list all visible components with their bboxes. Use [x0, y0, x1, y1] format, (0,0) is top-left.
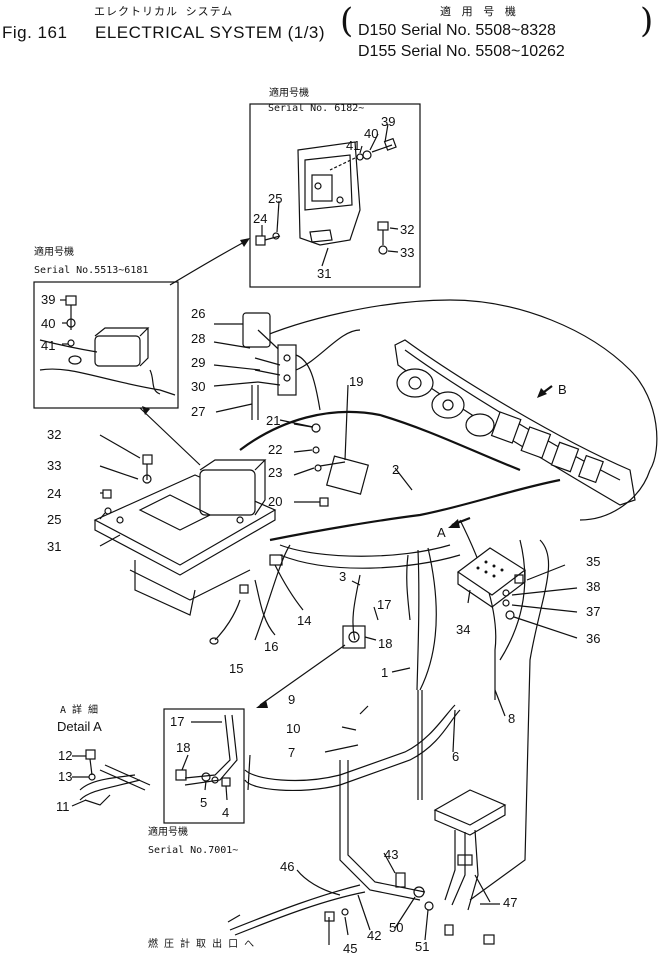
bracket-close: )	[640, 1, 654, 41]
part-number-31-main: 31	[47, 539, 62, 554]
part-number-36: 36	[586, 631, 601, 646]
part-number-3: 3	[339, 569, 347, 584]
inset-left-serial: Serial No.5513~6181	[34, 265, 149, 276]
part-number-31: 31	[317, 266, 332, 281]
part-number-41-inset: 41	[41, 338, 56, 353]
relay-bracket	[213, 312, 361, 420]
part-number-25: 25	[268, 191, 283, 206]
page-title: ELECTRICAL SYSTEM (1/3)	[95, 23, 326, 42]
part-number-42: 42	[367, 928, 382, 943]
part-number-30: 30	[191, 379, 206, 394]
part-number-13: 13	[58, 769, 73, 784]
dashboard-panel	[254, 299, 658, 901]
inset-frame-top	[249, 103, 421, 288]
inset-left-label-japanese: 適用号機	[34, 247, 74, 258]
title-japanese: エレクトリカル システム	[94, 5, 234, 18]
part-number-38: 38	[586, 579, 601, 594]
part-number-26: 26	[191, 306, 206, 321]
part-number-45: 45	[343, 941, 358, 953]
part-number-33: 33	[400, 245, 415, 260]
inset-top-serial: Serial No. 6182~	[268, 103, 365, 114]
leader-arrow-bracket	[139, 407, 201, 466]
detail-a-label: Detail A	[57, 719, 102, 734]
part-number-11: 11	[56, 799, 70, 814]
part-number-21: 21	[266, 413, 281, 428]
inset-frame-left	[33, 281, 179, 409]
relay-unit	[279, 384, 370, 507]
part-number-20: 20	[268, 494, 283, 509]
part-number-39: 39	[381, 114, 396, 129]
leader-arrow-top	[169, 239, 249, 286]
connector-block	[324, 789, 507, 945]
view-a-marker: A	[437, 525, 446, 540]
part-number-14: 14	[297, 613, 312, 628]
part-number-25-main: 25	[47, 512, 62, 527]
part-number-12: 12	[58, 748, 73, 763]
part-number-32: 32	[400, 222, 415, 237]
part-number-8: 8	[508, 711, 516, 726]
part-number-1: 1	[381, 665, 389, 680]
part-number-6: 6	[452, 749, 460, 764]
part-number-24: 24	[253, 211, 268, 226]
part-number-2: 2	[392, 462, 400, 477]
part-number-34: 34	[456, 622, 471, 637]
detail-a-label-japanese: A 詳 細	[60, 705, 99, 716]
part-number-16: 16	[264, 639, 279, 654]
part-number-23: 23	[268, 465, 283, 480]
part-number-37: 37	[586, 604, 601, 619]
part-number-18: 18	[378, 636, 393, 651]
part-number-40: 40	[364, 126, 379, 141]
figure-label: Fig. 161	[2, 23, 68, 42]
part-number-32-main: 32	[47, 427, 62, 442]
part-number-22: 22	[268, 442, 283, 457]
part-number-29: 29	[191, 355, 206, 370]
part-number-17: 17	[377, 597, 392, 612]
leader-arrow-bottom	[259, 644, 346, 706]
part-number-4: 4	[222, 805, 230, 820]
inset-frame-bottom	[163, 708, 245, 824]
part-number-7: 7	[288, 745, 296, 760]
inset-bottom-label-japanese: 適用号機	[148, 827, 188, 838]
part-number-17-inset: 17	[170, 714, 185, 729]
part-number-15: 15	[229, 661, 244, 676]
part-number-5: 5	[200, 795, 208, 810]
inset-top-label-japanese: 適用号機	[269, 88, 309, 99]
view-b-marker: B	[558, 382, 567, 397]
part-number-39-inset: 39	[41, 292, 56, 307]
part-number-51: 51	[415, 939, 430, 953]
part-number-47: 47	[503, 895, 518, 910]
serial-range-d150: D150 Serial No. 5508~8328	[358, 22, 556, 39]
serial-range-d155: D155 Serial No. 5508~10262	[358, 43, 565, 60]
applicable-label-japanese: 適 用 号 機	[440, 5, 518, 18]
part-number-10: 10	[286, 721, 301, 736]
mounting-bracket	[93, 434, 304, 645]
part-number-9: 9	[288, 692, 296, 707]
junction-box	[456, 547, 578, 639]
part-number-46: 46	[280, 859, 295, 874]
part-number-35: 35	[586, 554, 601, 569]
part-number-33-main: 33	[47, 458, 62, 473]
part-number-27: 27	[191, 404, 206, 419]
part-number-24-main: 24	[47, 486, 62, 501]
part-number-50: 50	[389, 920, 404, 935]
part-number-28: 28	[191, 331, 206, 346]
bracket-open: (	[340, 1, 354, 41]
fuel-gauge-outlet-note: 燃 圧 計 取 出 口 へ	[148, 939, 255, 950]
part-number-18-inset: 18	[176, 740, 191, 755]
part-number-19: 19	[349, 374, 364, 389]
part-number-40-inset: 40	[41, 316, 56, 331]
part-number-41: 41	[346, 138, 361, 153]
detail-a-drawing	[71, 749, 151, 807]
part-number-43: 43	[384, 847, 399, 862]
inset-bottom-serial: Serial No.7001~	[148, 845, 239, 856]
